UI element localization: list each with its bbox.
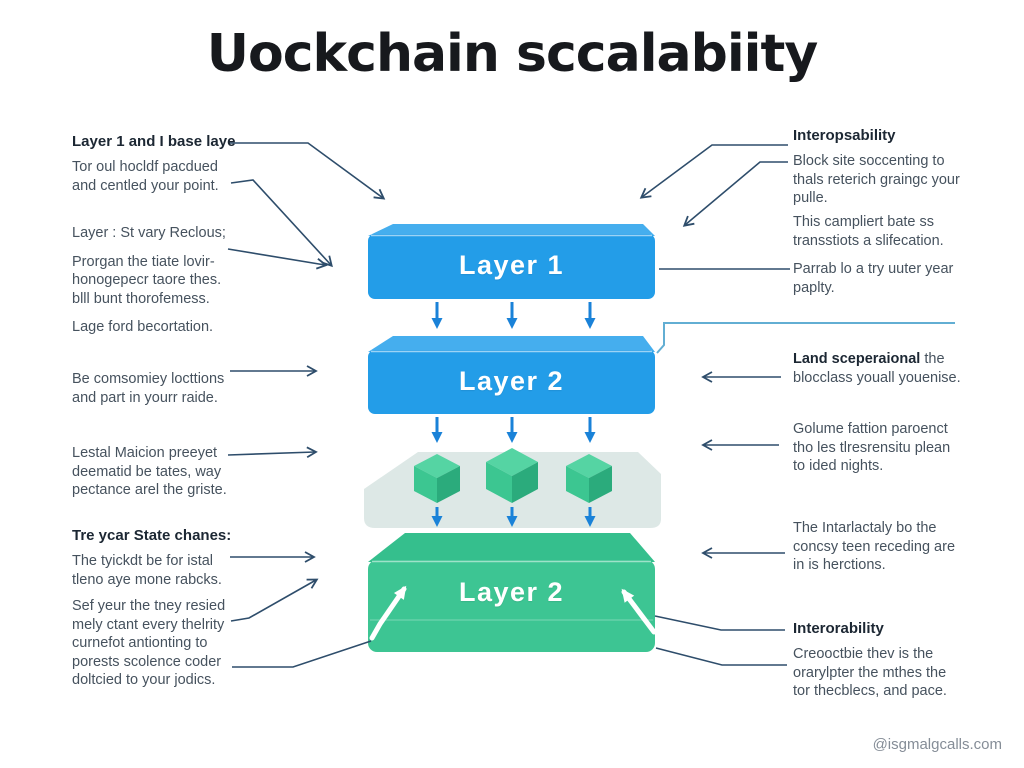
annotation-text: This campliert bate ss transstiots a sli…: [793, 214, 944, 249]
connector-left-2: [227, 248, 328, 270]
layer1-box-top: [368, 224, 655, 236]
annotation-text: Lestal Maicion preeyet deematid be tates…: [72, 445, 227, 499]
annotation-heading: Interorability: [793, 620, 884, 637]
annotation-text: Tor oul hocldf pacdued and centled your …: [72, 159, 219, 194]
annotation-text: Creooctbie thev is the orarylpter the mt…: [793, 646, 947, 700]
flow-arrows-l1-l2: [431, 302, 596, 329]
block-cube-2: [486, 448, 538, 503]
connector-left-6: [230, 578, 319, 622]
annotation-left-4: Lestal Maicion preeyet deematid be tates…: [72, 444, 252, 510]
annotation-heading: Tre ycar State chanes:: [72, 527, 232, 544]
annotation-right-7: Interorability Creooctbie thev is the or…: [793, 619, 1008, 711]
flow-arrows-platform-l3: [431, 507, 596, 527]
layer2-box-front: [368, 350, 655, 414]
annotation-text: Be comsomiey locttions and part in yourr…: [72, 371, 225, 406]
annotation-text: Sef yeur the tney resied mely ctant ever…: [72, 598, 226, 689]
elbow-connector-line: [656, 322, 955, 354]
layer3-box-top: [368, 533, 655, 562]
left-annotation-lines: [227, 142, 386, 668]
annotation-text: Layer : St vary Reclous;: [72, 225, 226, 241]
annotation-text: Prorgan the tiate lovir- honogepecr taor…: [72, 253, 222, 307]
annotation-heading: Layer 1 and I base laye: [72, 133, 236, 150]
connector-right-7: [655, 647, 787, 666]
white-arrows: [369, 585, 657, 641]
annotation-text: The Intarlactaly bo the concsy teen rece…: [793, 520, 956, 574]
annotation-text-rest: the blocclass youall youenise.: [793, 351, 961, 386]
right-annotation-lines: [639, 144, 790, 666]
annotation-left-6: Sef yeur the tney resied mely ctant ever…: [72, 597, 252, 700]
block-cube-3: [566, 454, 612, 503]
annotation-text: Golume fattion paroenct tho les tlresren…: [793, 421, 951, 475]
annotation-text: Block site soccenting to thals reterich …: [793, 153, 960, 207]
layer3-box-label: Layer 2: [458, 577, 565, 607]
annotation-right-6: The Intarlactaly bo the concsy teen rece…: [793, 519, 1008, 585]
annotation-text: Parrab lo a try uuter year paplty.: [793, 261, 954, 296]
connector-layer1-heading: [228, 142, 386, 200]
annotation-bold-lead: Land sceperaional: [793, 351, 921, 367]
annotation-right-4: Land sceperaional the blocclass youall y…: [793, 350, 1008, 397]
connector-left-4: [227, 446, 318, 459]
annotation-right-1: Interopsability Block site soccenting to…: [793, 126, 1008, 218]
flow-arrows-l2-platform: [431, 417, 596, 443]
watermark: @isgmalgcalls.com: [872, 736, 1002, 753]
connector-left-1: [230, 179, 333, 268]
annotation-heading: Interopsability: [793, 127, 896, 144]
annotation-left-1: Layer 1 and I base laye Tor oul hocldf p…: [72, 132, 252, 205]
layer3-box-front: [368, 560, 655, 652]
annotation-right-5: Golume fattion paroenct tho les tlresren…: [793, 420, 1008, 486]
layer2-box-label: Layer 2: [458, 366, 565, 396]
annotation-left-3: Be comsomiey locttions and part in yourr…: [72, 370, 252, 417]
annotation-right-3: Parrab lo a try uuter year paplty.: [793, 260, 1008, 307]
connector-right-1: [682, 161, 788, 227]
annotation-right-2: This campliert bate ss transstiots a sli…: [793, 213, 1008, 260]
block-cube-1: [414, 454, 460, 503]
layer1-box-front: [368, 234, 655, 299]
white-arrow-right: [621, 588, 657, 635]
connector-interop-heading: [639, 144, 788, 199]
white-arrow-left: [369, 585, 407, 641]
annotation-text: Land sceperaional the blocclass youall y…: [793, 350, 1008, 387]
layer1-box-label: Layer 1: [458, 250, 565, 280]
annotation-left-5: Tre ycar State chanes: The tyickdt be fo…: [72, 526, 252, 599]
annotation-text: The tyickdt be for istal tleno aye mone …: [72, 553, 222, 588]
connector-left-7: [232, 640, 372, 668]
annotation-text: Lage ford becortation.: [72, 319, 214, 336]
layer2-box-top: [368, 336, 655, 352]
page-title: Uockchain sccalabiity: [206, 24, 818, 84]
annotation-left-2: Layer : St vary Reclous; Prorgan the tia…: [72, 224, 252, 347]
connector-right-6: [654, 615, 785, 631]
